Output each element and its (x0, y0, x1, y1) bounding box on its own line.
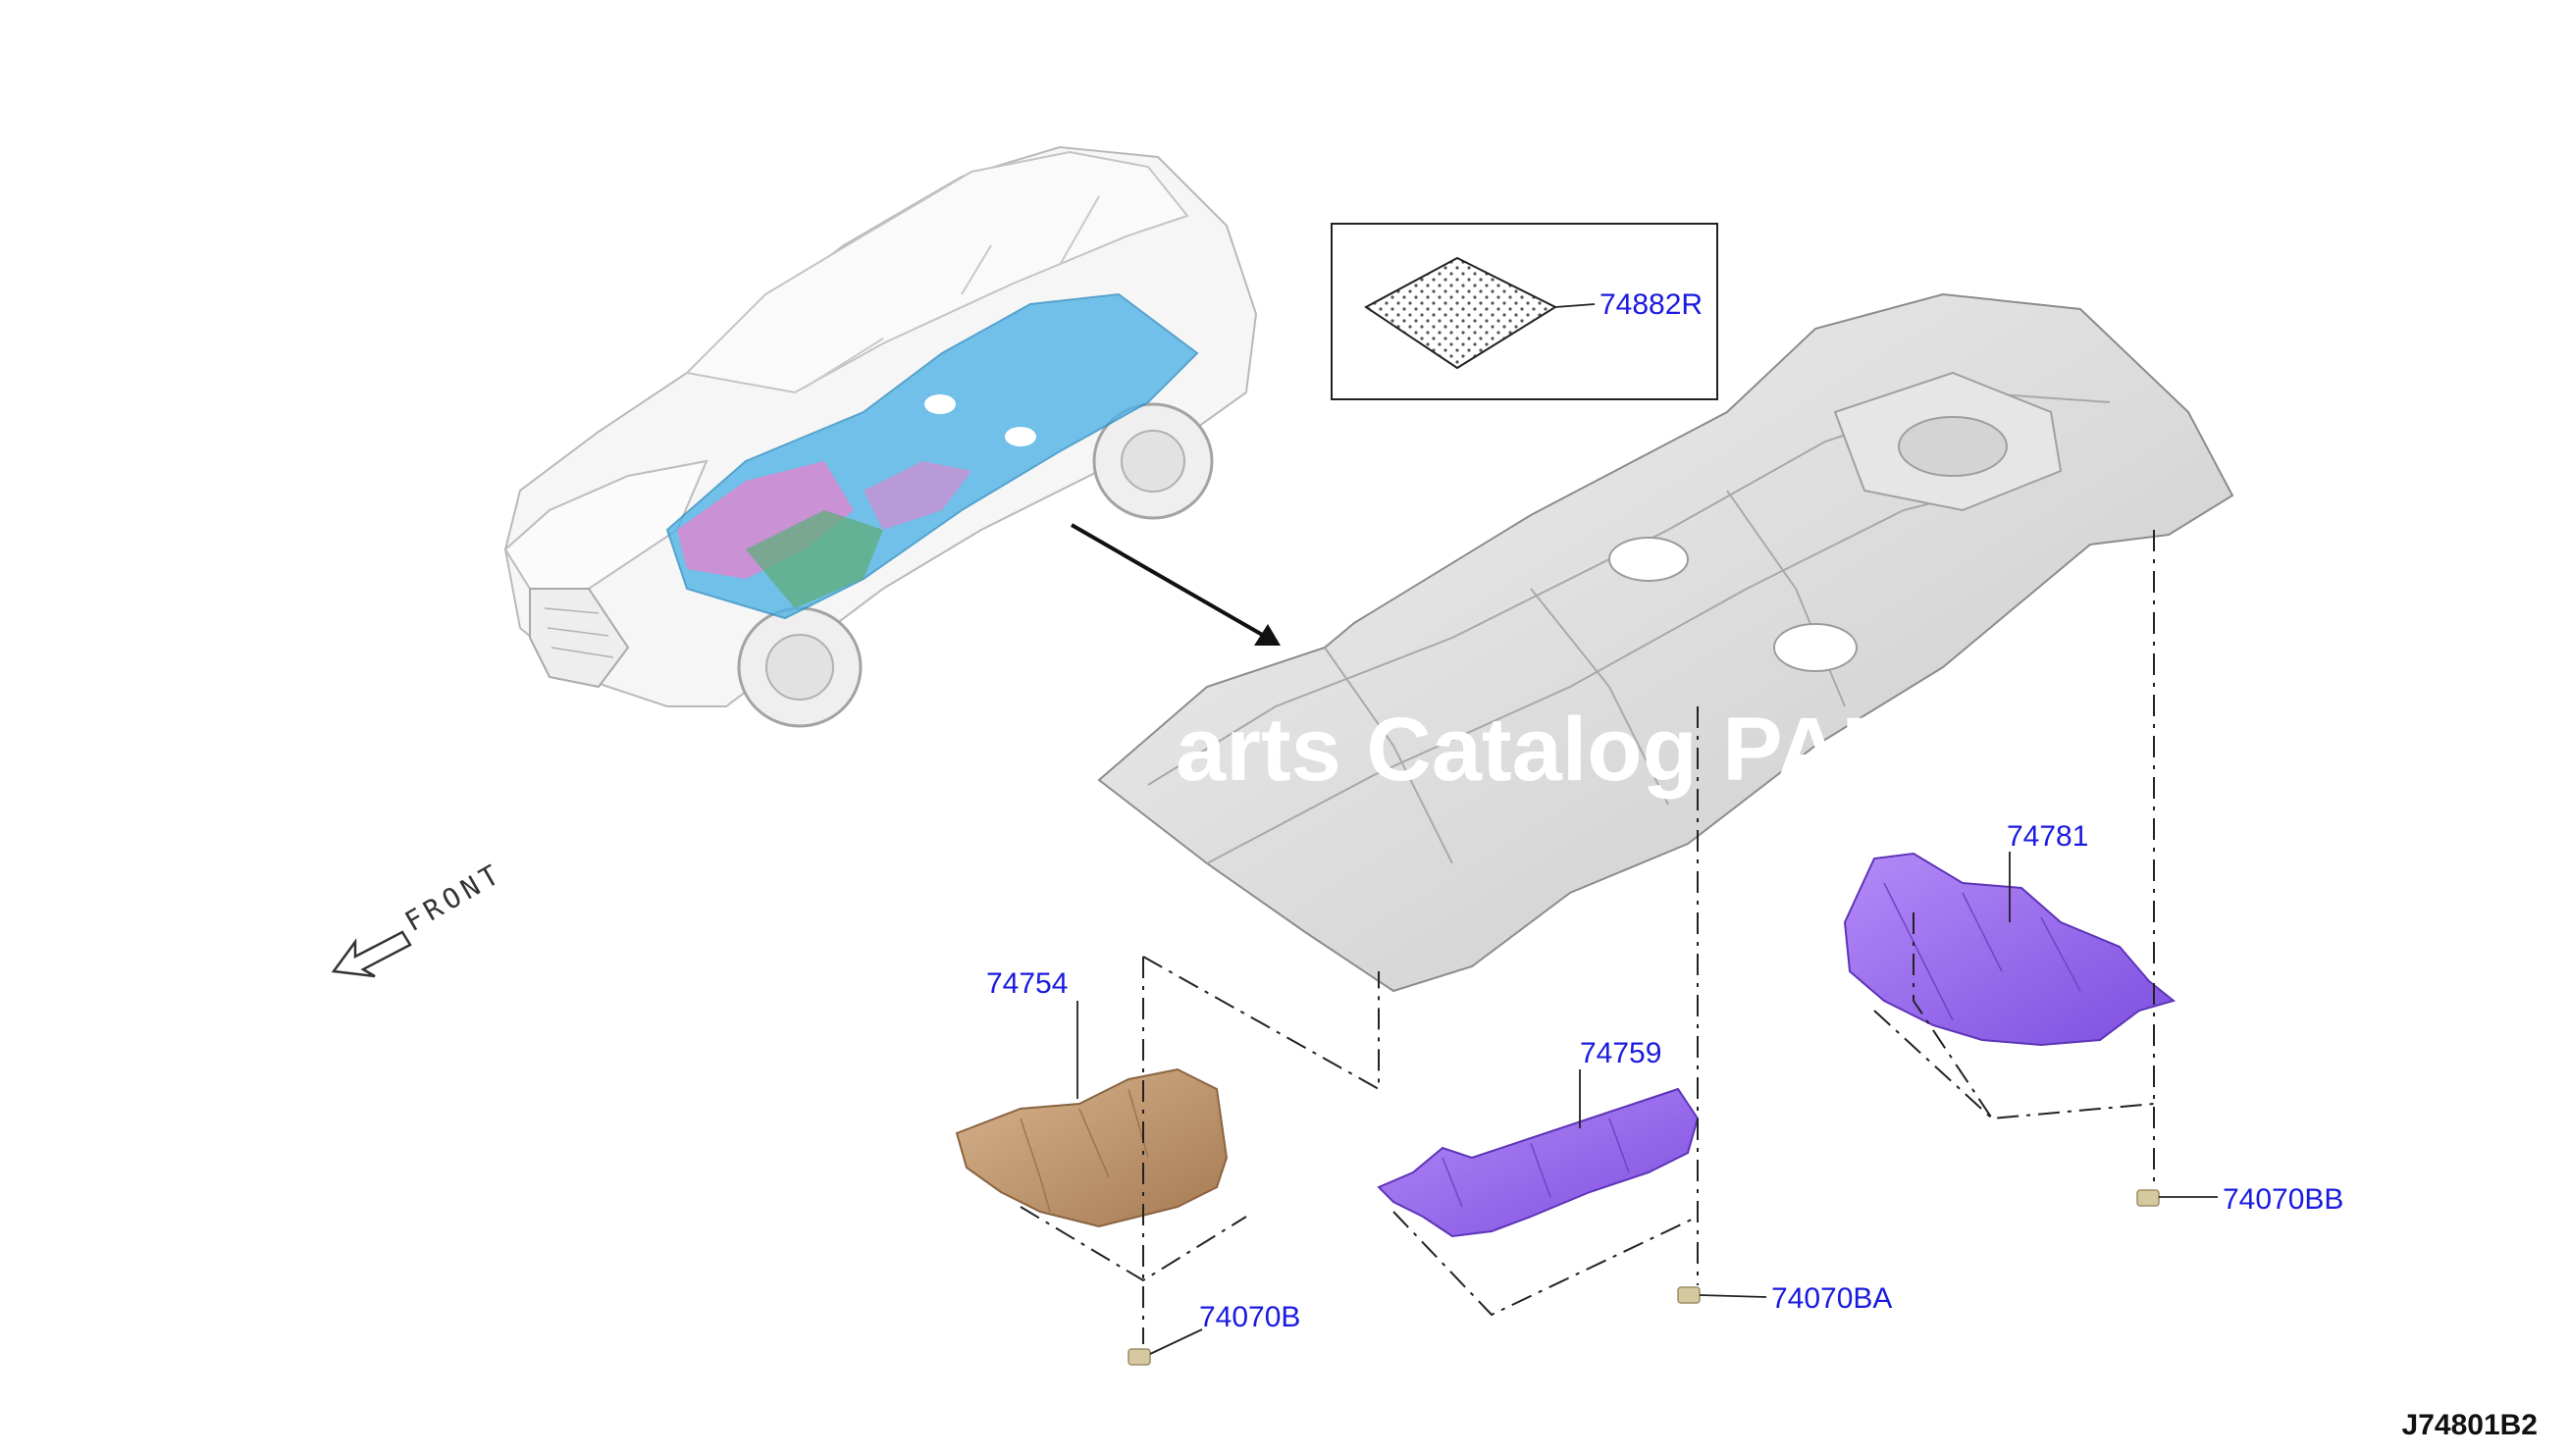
clip-icon[interactable] (1677, 1286, 1701, 1304)
part-74754: 74754 (955, 967, 1229, 1228)
floor-panel (1097, 292, 2234, 993)
part-label-74781[interactable]: 74781 (2007, 820, 2088, 853)
clip-74070BB: 74070BB (2136, 1183, 2343, 1216)
front-label: FRONT (399, 857, 508, 938)
part-label-74754[interactable]: 74754 (986, 967, 1068, 1000)
vehicle-illustration (503, 145, 1258, 728)
clip-74070B: 74070B (1128, 1301, 1300, 1366)
clip-icon[interactable] (2136, 1189, 2160, 1207)
part-label-74759[interactable]: 74759 (1580, 1037, 1661, 1069)
part-74781-shape[interactable] (1843, 852, 2177, 1047)
inset-box: 74882R (1331, 223, 1718, 400)
part-label-74070BB[interactable]: 74070BB (2223, 1183, 2343, 1216)
assembly-guide-lines (1020, 530, 2155, 1344)
diagram-code: J74801B2 (2402, 1409, 2538, 1441)
clip-74070BA: 74070BA (1677, 1282, 1892, 1315)
part-74754-shape[interactable] (955, 1067, 1229, 1228)
watermark-text: arts Catalog PAR (1176, 700, 1907, 800)
part-label-74882R[interactable]: 74882R (1600, 288, 1703, 321)
part-74781: 74781 (1843, 820, 2177, 1047)
part-label-74070BA[interactable]: 74070BA (1771, 1282, 1892, 1315)
part-74759: 74759 (1377, 1037, 1700, 1238)
front-direction-indicator: FRONT (331, 857, 508, 978)
clip-icon[interactable] (1128, 1348, 1151, 1366)
pointer-arrow (1071, 523, 1281, 646)
front-arrow-icon (331, 930, 412, 978)
part-label-74070B[interactable]: 74070B (1199, 1301, 1300, 1333)
